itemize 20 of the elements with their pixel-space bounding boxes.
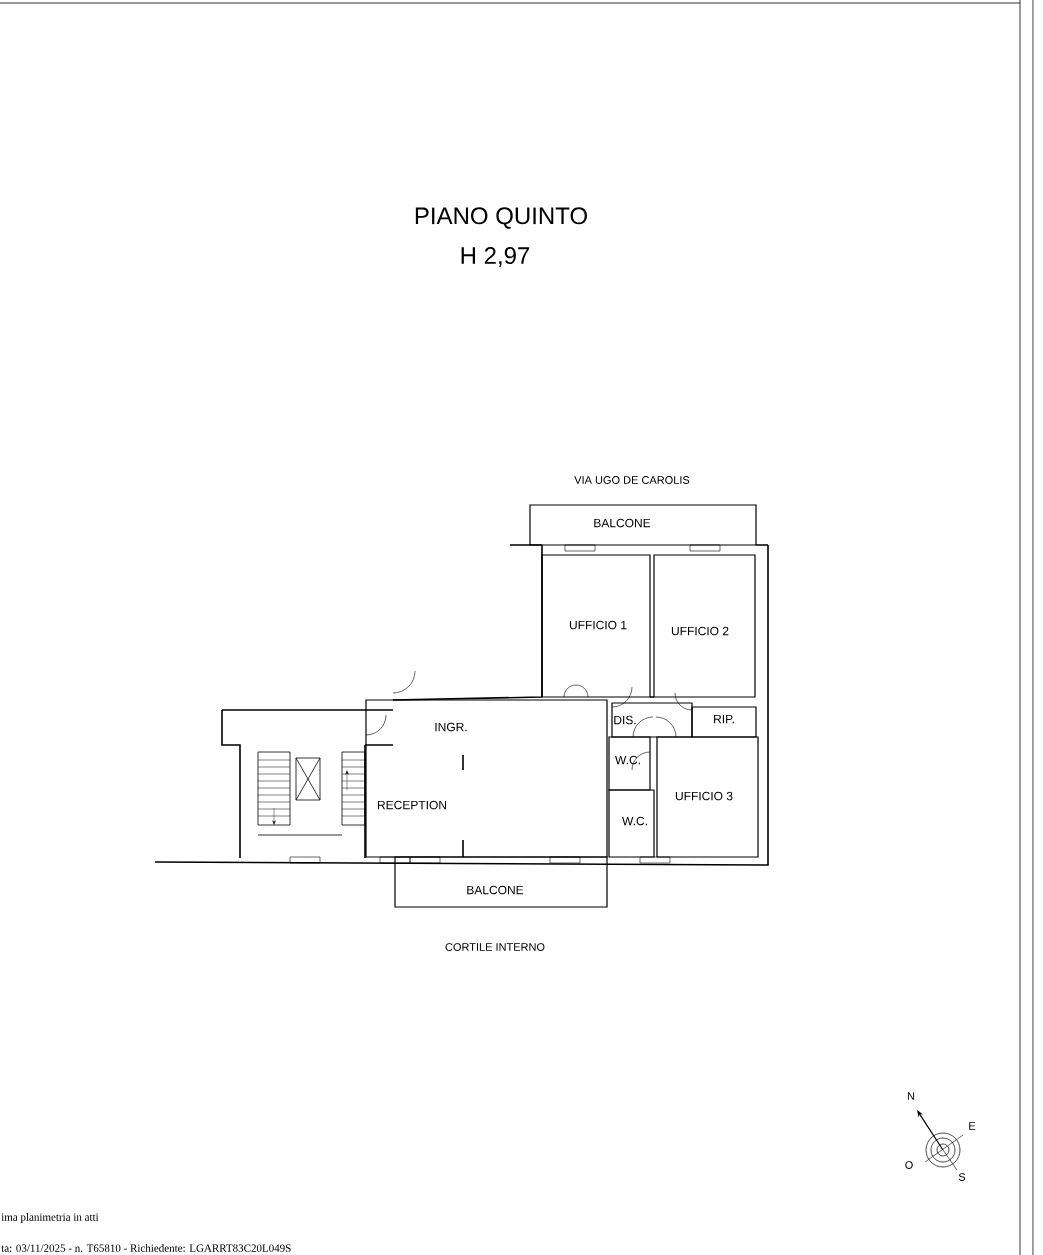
room: UFFICIO 1 [541,554,651,698]
room: UFFICIO 2 [653,554,756,698]
room: W.C. [608,789,655,858]
room: UFFICIO 3 [656,736,759,858]
compass-letter: N [907,1092,915,1100]
footer-note: ta: 03/11/2025 - n. T65810 - Richiedente: LGARRT83C20L049S [1,1244,291,1252]
compass-letter: E [969,1122,976,1130]
room: DIS. [611,702,693,738]
compass-letter: S [958,1173,966,1181]
room: INGR. RECEPTION [365,699,608,858]
balcony: BALCONE [394,856,608,908]
courtyard-label: CORTILE INTERNO [445,943,545,951]
compass-letter: O [905,1161,913,1169]
balcony: BALCONE [529,504,757,546]
street-label: VIA UGO DE CAROLIS [574,476,690,484]
room: RIP. [691,706,757,738]
height-label: H 2,97 [461,247,530,267]
title: PIANO QUINTO [415,207,587,229]
footer-note: ima planimetria in atti [1,1213,99,1223]
room: W.C. [608,736,651,791]
